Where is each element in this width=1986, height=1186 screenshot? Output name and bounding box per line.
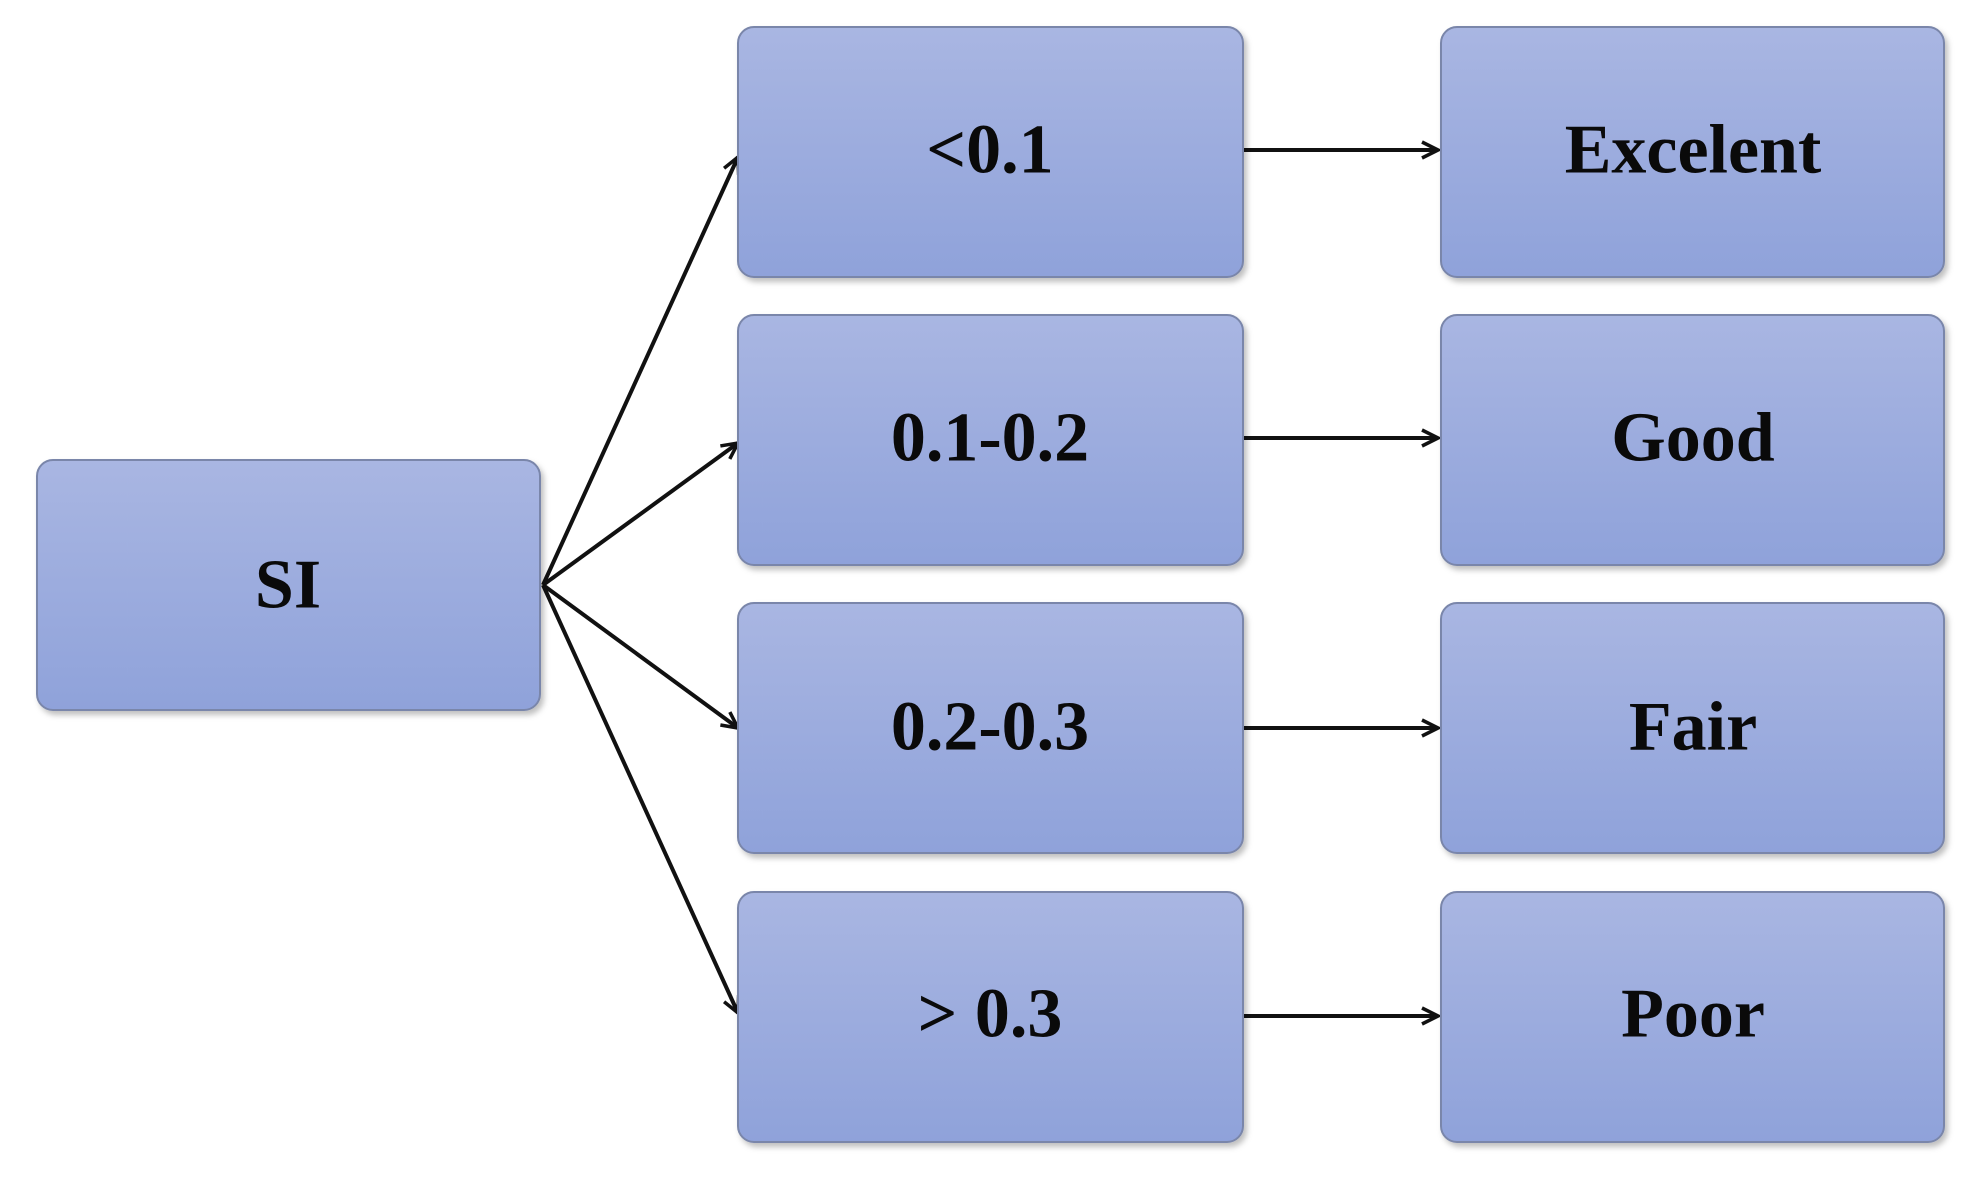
arrow-si-to-range-1 (541, 157, 738, 586)
rating-box-1: Excelent (1440, 26, 1945, 278)
source-arrows (541, 157, 738, 1013)
range-label: <0.1 (926, 112, 1053, 189)
rating-label: Poor (1621, 976, 1765, 1053)
rating-box-4: Poor (1440, 891, 1945, 1143)
rating-arrows (1243, 150, 1438, 1016)
si-label: SI (255, 547, 321, 624)
range-label: 0.1-0.2 (891, 400, 1089, 477)
rating-label: Excelent (1565, 112, 1822, 189)
range-box-2: 0.1-0.2 (737, 314, 1244, 566)
arrow-si-to-range-4 (541, 584, 738, 1013)
rating-box-3: Fair (1440, 602, 1945, 854)
range-box-4: > 0.3 (737, 891, 1244, 1143)
range-label: 0.2-0.3 (891, 689, 1089, 766)
arrow-si-to-range-3 (541, 583, 738, 728)
range-box-3: 0.2-0.3 (737, 602, 1244, 854)
si-box: SI (36, 459, 541, 711)
arrow-si-to-range-2 (541, 443, 738, 587)
range-box-1: <0.1 (737, 26, 1244, 278)
rating-box-2: Good (1440, 314, 1945, 566)
range-label: > 0.3 (918, 976, 1063, 1053)
rating-label: Fair (1629, 689, 1757, 766)
rating-label: Good (1611, 400, 1774, 477)
